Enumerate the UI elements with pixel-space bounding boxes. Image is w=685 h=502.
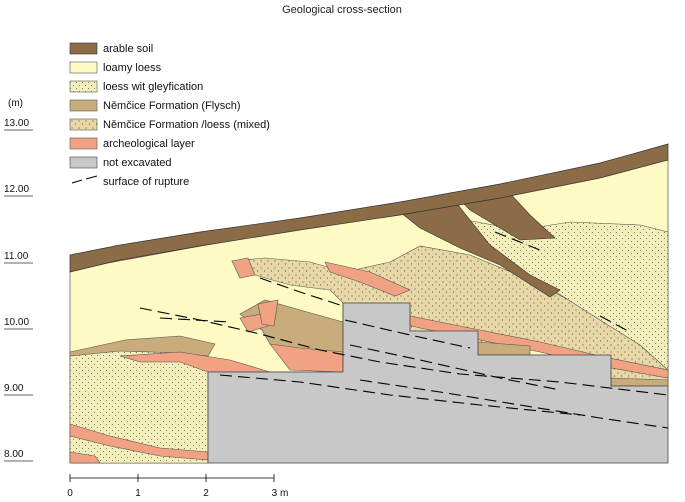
legend-item-arable-soil: arable soil: [69, 42, 153, 55]
legend-item-loess-gley: loess wit gleyfication: [69, 80, 203, 93]
rupture-lines: [139, 231, 669, 429]
not-excavated-area: [207, 302, 669, 464]
y-tick-12: 12.00: [4, 184, 33, 197]
x-tick-label: 3 m: [272, 488, 289, 499]
legend-label: surface of rupture: [103, 176, 189, 188]
legend-item-not-excavated: not excavated: [69, 156, 172, 169]
archeo-patch-3: [257, 299, 279, 327]
x-tick-label: 2: [203, 488, 209, 499]
legend-item-loamy-loess: loamy loess: [69, 61, 162, 74]
x-tick-label: 1: [135, 488, 141, 499]
y-axis-unit: (m): [8, 98, 23, 109]
archeo-upper-strip: [324, 261, 411, 297]
legend-label: Němčice Formation (Flysch): [103, 100, 241, 112]
y-tick-label: 8.00: [4, 449, 24, 460]
section-drawing: [69, 143, 669, 464]
x-axis: 0 1 2 3 m: [67, 474, 288, 499]
x-tick-label: 0: [67, 488, 73, 499]
legend-item-flysch-mixed: Němčice Formation /loess (mixed): [69, 118, 270, 131]
flysch-band-left: [69, 335, 216, 357]
legend-item-flysch: Němčice Formation (Flysch): [69, 99, 241, 112]
figure-title: Geological cross-section: [282, 4, 402, 16]
archeo-patch-1: [231, 257, 256, 279]
y-tick-10: 10.00: [4, 317, 33, 330]
arable-soil-top: [69, 143, 669, 273]
y-axis: (m) 13.00 12.00 11.00 10.00 9.00 8.00: [4, 98, 33, 462]
y-tick-11: 11.00: [4, 251, 33, 264]
legend: arable soil loamy loess loess wit gleyfi…: [69, 42, 270, 188]
y-tick-13: 13.00: [4, 118, 33, 131]
y-tick-label: 13.00: [4, 118, 29, 129]
legend-label: loess wit gleyfication: [103, 81, 203, 93]
legend-label: archeological layer: [103, 138, 195, 150]
legend-label: arable soil: [103, 43, 153, 55]
legend-label: Němčice Formation /loess (mixed): [103, 119, 270, 131]
y-tick-label: 11.00: [4, 251, 29, 262]
arable-wedge-upper: [394, 194, 561, 298]
legend-item-archeo: archeological layer: [69, 137, 195, 150]
legend-label: not excavated: [103, 157, 172, 169]
y-tick-label: 12.00: [4, 184, 29, 195]
y-tick-8: 8.00: [4, 449, 33, 462]
y-tick-label: 10.00: [4, 317, 29, 328]
legend-item-rupture: surface of rupture: [71, 175, 189, 188]
y-tick-9: 9.00: [4, 383, 33, 396]
archeo-lower-left-2: [69, 451, 101, 464]
legend-label: loamy loess: [103, 62, 162, 74]
y-tick-label: 9.00: [4, 383, 24, 394]
